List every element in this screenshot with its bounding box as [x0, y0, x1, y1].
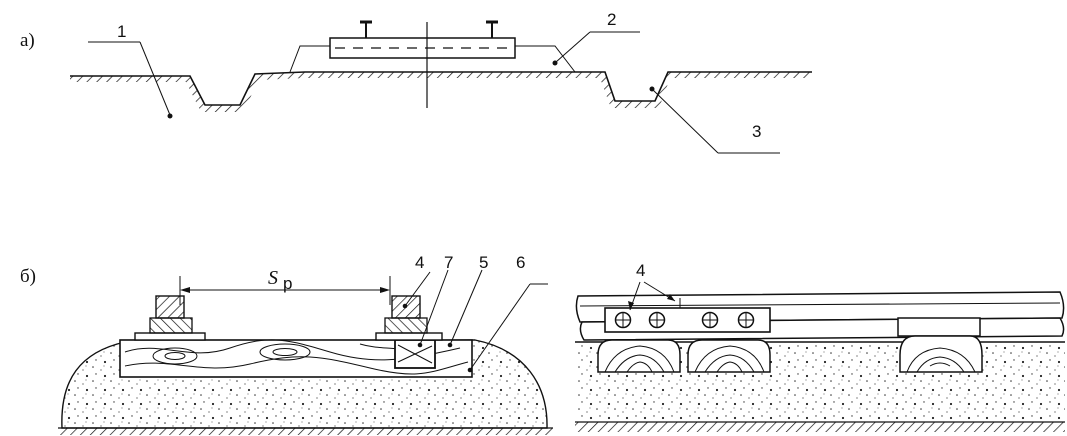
panel-b-side-view: 4: [575, 261, 1065, 432]
callout-6-dot: [467, 367, 473, 373]
rail-pad-right: [384, 317, 428, 334]
joint-bolts: [614, 311, 755, 329]
panel-a: а) 1 2 3: [20, 10, 812, 154]
callout-7: 7: [444, 253, 453, 272]
callout-1: 1: [117, 22, 126, 41]
callout-3: 3: [752, 122, 761, 141]
callout-leaders-b: [404, 269, 548, 371]
callout-6: 6: [516, 253, 525, 272]
leader-2-tail: [555, 31, 591, 63]
sleeper-end-2: [687, 339, 771, 373]
rail-right-a: [486, 20, 498, 38]
callout-4-side: 4: [636, 261, 645, 280]
panel-b-cross-section: б) S: [20, 253, 553, 435]
panel-b-label: б): [20, 266, 36, 287]
leader-2-dot: [552, 60, 558, 66]
tie-plate-side: [897, 317, 981, 337]
leader-1-tail: [139, 41, 171, 116]
wood-grain: [124, 339, 469, 375]
gauge-arrow-left: [180, 287, 190, 293]
leader-3: [651, 88, 719, 154]
gauge-subscript: р: [283, 274, 292, 293]
embankment-outline: [289, 45, 576, 73]
arrow-4a: [628, 301, 634, 310]
dowel-cross: [397, 344, 433, 364]
callout-4: 4: [415, 253, 424, 272]
ground-hatch-b-left: [58, 428, 553, 435]
bolt-icon: [648, 311, 666, 329]
arrow-4b: [667, 294, 675, 301]
callout-5: 5: [479, 253, 488, 272]
bolt-icon: [614, 311, 632, 329]
leader-1-dot: [167, 113, 173, 119]
callout-5-dot: [447, 342, 453, 348]
sleeper-end-1: [597, 339, 681, 373]
sleeper-a: [329, 37, 516, 59]
bolt-icon: [737, 311, 755, 329]
bolt-icon: [701, 311, 719, 329]
leader-3-dot: [649, 86, 655, 92]
callout-4-dot: [402, 303, 408, 309]
rail-pad-left: [149, 317, 193, 334]
tie-plate-right: [375, 332, 443, 341]
callout-2: 2: [607, 10, 616, 29]
callout-7-dot: [417, 342, 423, 348]
sleeper-end-3: [899, 335, 983, 373]
rail-left-a: [360, 20, 372, 38]
ground-hatch-b-right: [575, 422, 1065, 432]
rail-head-line: [579, 302, 1061, 307]
gauge-label: S: [268, 267, 278, 289]
tie-plate-left: [134, 332, 206, 341]
gauge-arrow-right: [380, 287, 390, 293]
rail-head-left: [155, 295, 185, 319]
ground-hatch-a: [70, 72, 812, 112]
panel-a-label: а): [20, 30, 35, 51]
